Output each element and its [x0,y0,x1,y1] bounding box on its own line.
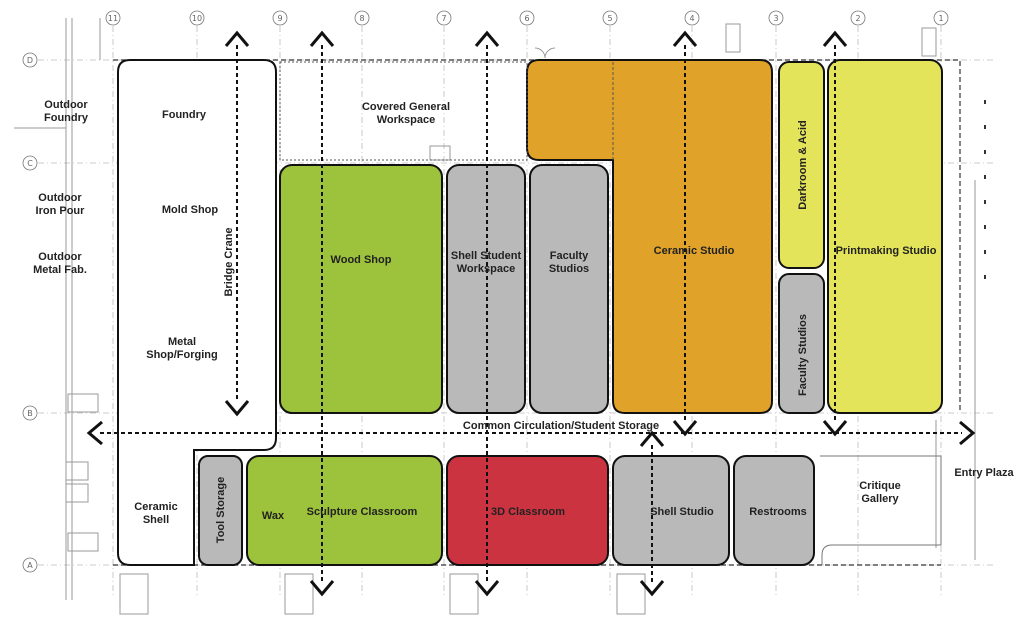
svg-text:10: 10 [192,14,202,23]
bridge-crane-label: Bridge Crane [223,227,235,296]
grid-bubble-2: 2 [850,10,866,26]
grid-bubble-D: D [22,52,38,68]
grid-bubble-4: 4 [684,10,700,26]
tool-storage-label: Tool Storage [215,477,227,543]
east-edge-marks [984,100,986,279]
restrooms-room [733,455,815,566]
sculpture-classroom-room [246,455,443,566]
faculty-studios-east-room [778,273,825,414]
sculpture-classroom-label: Sculpture Classroom [307,506,418,518]
printmaking-studio-room [827,59,943,414]
ceramic-studio-label: Ceramic Studio [654,245,735,257]
grid-bubble-10: 10 [189,10,205,26]
grid-bubble-6: 6 [519,10,535,26]
grid-bubble-8: 8 [354,10,370,26]
covered-workspace-outline [279,61,528,161]
wood-shop-label: Wood Shop [331,254,392,266]
grid-bubble-9: 9 [272,10,288,26]
wax-label: Wax [262,510,285,522]
darkroom-acid-room [778,61,825,269]
circulation-arrows [86,30,976,597]
restrooms-label: Restrooms [749,506,806,518]
svg-text:7: 7 [441,14,446,23]
grid-row-bubbles: D C B A [22,52,38,573]
grid-bubble-C: C [22,155,38,171]
grid-bubble-B: B [22,405,38,421]
svg-text:2: 2 [855,14,860,23]
svg-text:5: 5 [607,14,612,23]
3d-classroom-label: 3D Classroom [491,506,565,518]
svg-text:11: 11 [108,14,118,23]
foundry-label: Foundry [162,109,207,121]
svg-text:8: 8 [359,14,364,23]
svg-text:4: 4 [689,14,694,23]
svg-text:D: D [27,56,33,65]
grid-bubble-11: 11 [105,10,121,26]
grid-bubble-5: 5 [602,10,618,26]
svg-text:1: 1 [938,14,943,23]
entry-plaza-label: Entry Plaza [954,467,1014,479]
building-outline [14,18,976,615]
grid-bubble-A: A [22,557,38,573]
critique-gallery-outline [820,455,942,565]
faculty-studios-center-room [529,164,609,414]
svg-text:3: 3 [773,14,778,23]
faculty-studios-east-label: Faculty Studios [797,314,809,396]
grid-bubble-7: 7 [436,10,452,26]
svg-text:C: C [27,159,33,168]
tool-storage-room [198,455,243,566]
darkroom-acid-label: Darkroom & Acid [797,120,809,209]
wood-shop-room [279,164,443,414]
circulation-label: Common Circulation/Student Storage [463,420,659,432]
shell-studio-room [612,455,730,566]
grid-column-bubbles: 11 10 9 8 7 6 5 4 3 2 1 [105,10,949,26]
grid-bubble-3: 3 [768,10,784,26]
svg-text:6: 6 [524,14,529,23]
shell-studio-label: Shell Studio [650,506,714,518]
mold-shop-label: Mold Shop [162,204,218,216]
grid-bubble-1: 1 [933,10,949,26]
rooms [117,59,943,566]
printmaking-studio-label: Printmaking Studio [836,245,937,257]
svg-text:A: A [27,561,33,570]
svg-text:9: 9 [277,14,282,23]
svg-text:B: B [27,409,33,418]
